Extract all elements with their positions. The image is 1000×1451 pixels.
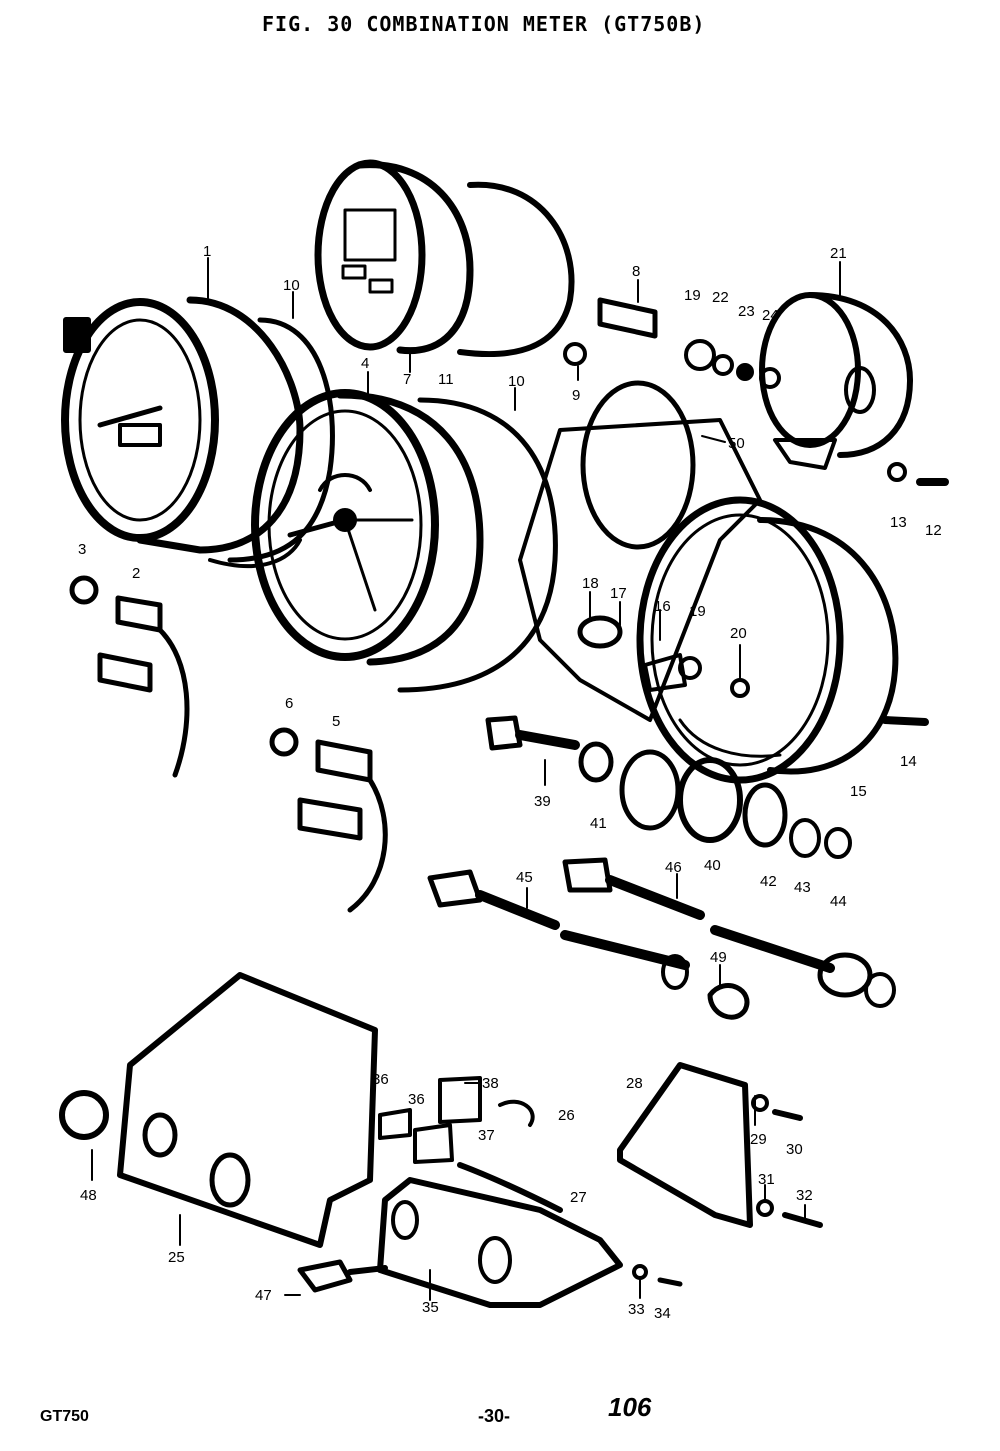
lower-panel	[59, 972, 388, 1293]
callout: 12	[925, 522, 942, 539]
callout: 30	[786, 1141, 803, 1158]
callout: 2	[132, 565, 140, 582]
gauge-case	[636, 496, 899, 784]
callout: 4	[361, 355, 369, 372]
callout: 48	[80, 1187, 97, 1204]
callout: 20	[730, 625, 747, 642]
callout: 14	[900, 753, 917, 770]
callout: 3	[78, 541, 86, 558]
callout: 44	[830, 893, 847, 910]
callout: 35	[422, 1299, 439, 1316]
bulb-sockets	[69, 297, 949, 913]
speedometer-gauge	[61, 296, 335, 569]
callout: 5	[332, 713, 340, 730]
sheet-number: 106	[608, 1392, 652, 1422]
callout: 21	[830, 245, 847, 262]
callout: 45	[516, 869, 533, 886]
callout: 42	[760, 873, 777, 890]
callout: 34	[654, 1305, 671, 1322]
callout: 8	[632, 263, 640, 280]
callout: 28	[626, 1075, 643, 1092]
callout: 38	[482, 1075, 499, 1092]
indicator-plate	[377, 1062, 823, 1308]
callout: 25	[168, 1249, 185, 1266]
callout: 36	[408, 1091, 425, 1108]
meter-cables	[427, 857, 896, 1020]
callout: 10	[508, 373, 525, 390]
tachometer-gauge	[251, 389, 558, 693]
callout: 19	[684, 287, 701, 304]
callout: 29	[750, 1131, 767, 1148]
mounting-hardware	[485, 615, 852, 859]
model-footer: GT750	[40, 1408, 89, 1425]
callout: 46	[665, 859, 682, 876]
callout: 7	[403, 371, 411, 388]
callout: 47	[255, 1287, 272, 1304]
callout: 26	[558, 1107, 575, 1124]
callout: 40	[704, 857, 721, 874]
callout: 43	[794, 879, 811, 896]
callout: 1	[203, 243, 211, 260]
callout: 13	[890, 514, 907, 531]
callout: 50	[728, 435, 745, 452]
page-number: -30-	[478, 1406, 511, 1426]
callout: 22	[712, 289, 729, 306]
callout: 17	[610, 585, 627, 602]
callout: 39	[534, 793, 551, 810]
callout: 33	[628, 1301, 645, 1318]
indicator-housing	[314, 159, 575, 358]
callout: 10	[283, 277, 300, 294]
callout: 18	[582, 575, 599, 592]
callout: 31	[758, 1171, 775, 1188]
callout: 16	[654, 598, 671, 615]
callout: 41	[590, 815, 607, 832]
bracket-plate	[518, 380, 762, 722]
callout: 37	[478, 1127, 495, 1144]
callout: 27	[570, 1189, 587, 1206]
callout: 32	[796, 1187, 813, 1204]
callout: 24	[762, 307, 779, 324]
callout: 49	[710, 949, 727, 966]
callout-labels: 1 10 7 11 4 10 8 9 19 22 23 24 21 50 13 …	[78, 243, 942, 1322]
leader-lines	[91, 257, 841, 1301]
callout: 19	[689, 603, 706, 620]
callout: 36	[372, 1071, 389, 1088]
callout: 6	[285, 695, 293, 712]
callout: 11	[438, 371, 454, 388]
figure-title: FIG. 30 COMBINATION METER (GT750B)	[262, 12, 706, 36]
callout: 15	[850, 783, 867, 800]
back-cover	[759, 292, 913, 470]
callout: 23	[738, 303, 755, 320]
callout: 9	[572, 387, 580, 404]
